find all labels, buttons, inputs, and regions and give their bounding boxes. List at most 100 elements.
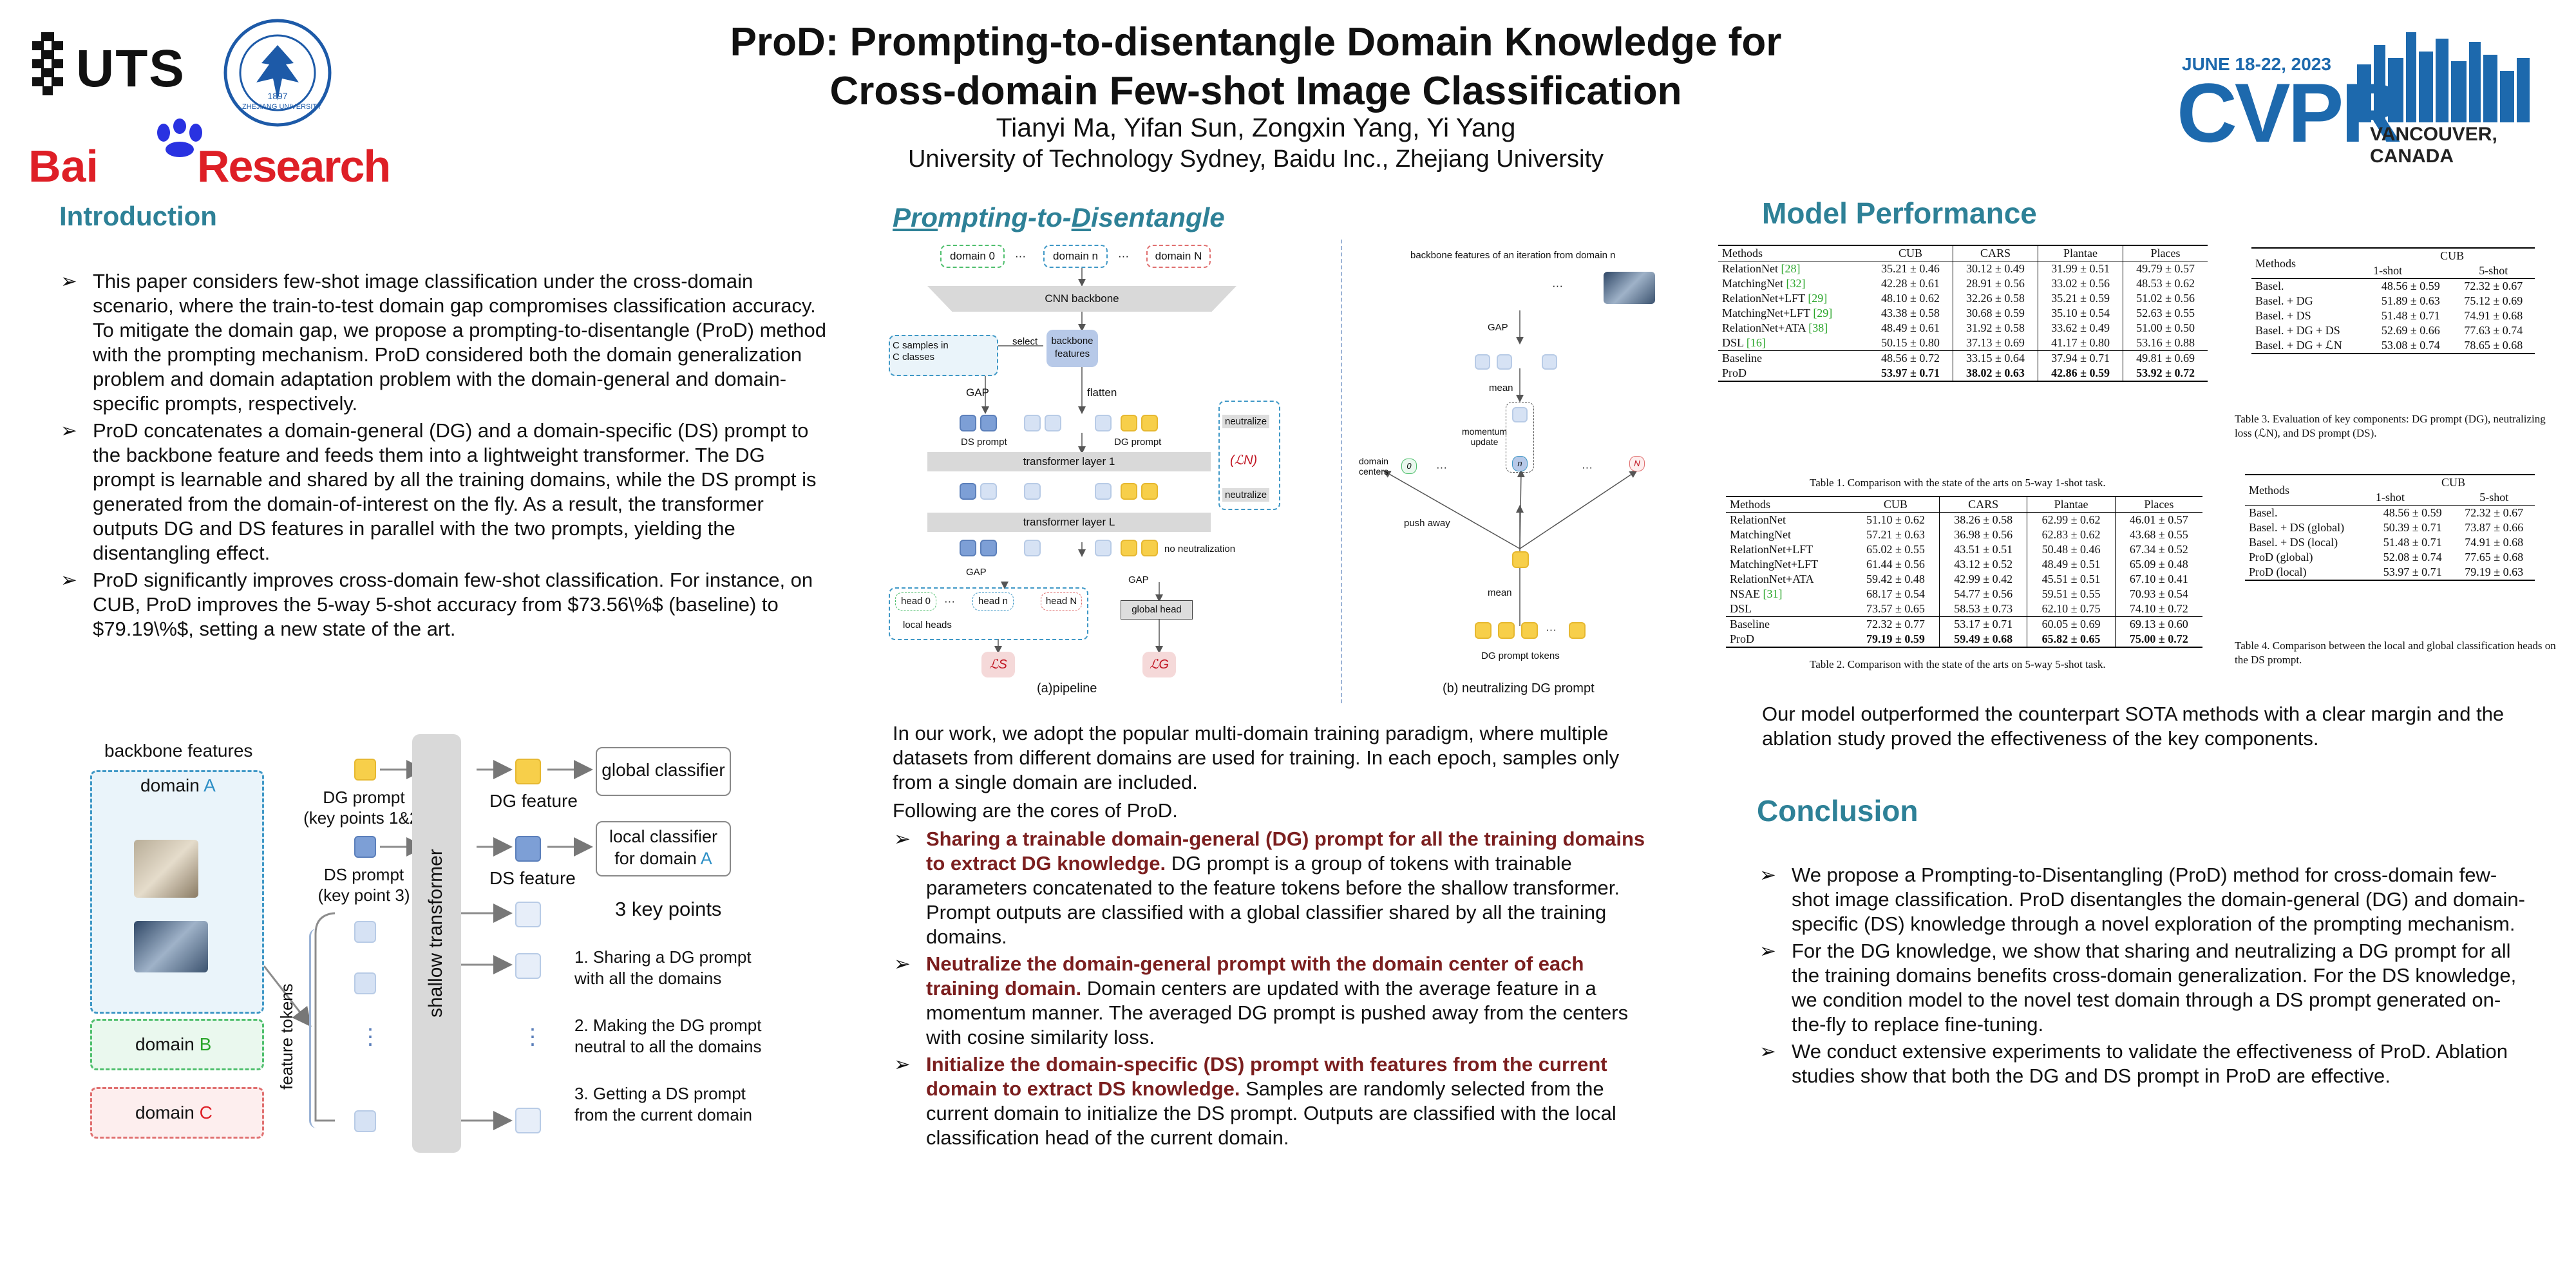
svg-text:1897: 1897 [267, 91, 287, 101]
neutral-mean-2: mean [1488, 587, 1512, 598]
global-classifier-label: global classifier [601, 760, 725, 780]
zju-seal-icon: 1897 [223, 19, 332, 127]
method-heading: Prompting-to-Disentangle [893, 202, 1225, 232]
uts-logo: UTS [28, 32, 184, 103]
intro-bullet-2: ProD concatenates a domain-general (DG) … [59, 419, 832, 565]
neutralize-label-2: neutralize [1222, 488, 1270, 502]
domain-b-letter: B [199, 1034, 212, 1054]
center-0: 0 [1401, 459, 1417, 474]
pipeline-caption: (a)pipeline [1037, 681, 1097, 696]
ds-token [960, 415, 976, 431]
head-n: head n [972, 592, 1014, 611]
feature-token-1 [354, 921, 376, 943]
dg-prompt-token [354, 759, 376, 781]
pipe-gap-3: GAP [1128, 574, 1149, 585]
ds-feature-label: DS feature [489, 868, 576, 888]
lg-loss: ℒG [1142, 652, 1176, 677]
poster-title: ProD: Prompting-to-disentangle Domain Kn… [644, 18, 1868, 116]
table-4-caption: Table 4. Comparison between the local an… [2235, 639, 2556, 666]
feat-token [1095, 540, 1112, 556]
feature-token-n [354, 1110, 376, 1132]
method-text: In our work, we adopt the popular multi-… [893, 721, 1653, 1150]
performance-summary: Our model outperformed the counterpart S… [1762, 703, 2505, 750]
no-neutralization-label: no neutralization [1164, 544, 1236, 554]
head-0: head 0 [895, 592, 936, 611]
pipe-flatten: flatten [1087, 386, 1117, 399]
pipeline-figure: domain 0 ··· domain n ··· domain N CNN b… [889, 240, 1288, 703]
domain-b-box [90, 1019, 264, 1070]
table-1: Methods CUB CARS Plantae Places Relation… [1718, 245, 2208, 382]
ds-prompt-label: DS prompt(key point 3) [317, 865, 410, 905]
dg-token [1521, 622, 1538, 639]
dg-feature-label: DG feature [489, 791, 578, 811]
ls-loss: ℒS [981, 652, 1015, 677]
cvpr-date: JUNE 18-22, 2023 [2182, 54, 2331, 74]
intro-bullet-3: ProD significantly improves cross-domain… [59, 568, 832, 641]
title-line-1: ProD: Prompting-to-disentangle Domain Kn… [730, 20, 1782, 64]
bird-image-4 [134, 921, 208, 972]
backbone-features-label: backbone features [104, 741, 253, 761]
dg-token [1121, 415, 1137, 431]
bird-image-3 [134, 840, 198, 898]
shallow-transformer-block [412, 734, 461, 1153]
momentum-label: momentum update [1462, 426, 1508, 447]
feat-token [1542, 354, 1557, 370]
key-point-2: 2. Making the DG prompt neutral to all t… [574, 1016, 762, 1056]
ds-token [960, 483, 976, 500]
conclusion-bullet-1: We propose a Prompting-to-Disentangling … [1758, 863, 2531, 936]
pipe-domain-N: domain N [1146, 245, 1211, 268]
ds-prompt-token [354, 836, 376, 858]
local-classifier-box [596, 821, 731, 876]
ds-token [980, 415, 997, 431]
domain-centers-label: domain centers [1359, 456, 1388, 477]
table-2b: Methods CUB CARS Plantae Places Relation… [1726, 496, 2202, 648]
neutral-lines [1383, 310, 1638, 626]
title-line-2: Cross-domain Few-shot Image Classificati… [829, 69, 1682, 113]
feat-token [1497, 354, 1512, 370]
table-1-header: Methods CUB CARS Plantae Places [1718, 245, 2208, 261]
shallow-transformer-label: shallow transformer [425, 849, 446, 1018]
cnn-backbone: CNN backbone [927, 286, 1236, 312]
table-3-caption: Table 3. Evaluation of key components: D… [2235, 413, 2546, 439]
conclusion-bullet-3: We conduct extensive experiments to vali… [1758, 1039, 2531, 1088]
baidu-paw-icon [157, 118, 202, 157]
neutral-dg-row: ··· [1475, 622, 1604, 641]
baidu-text-bai: Bai [28, 141, 99, 191]
neutral-dots-2: ··· [1436, 461, 1447, 473]
zju-logo: 1897 ZHEJIANG UNIVERSITY [223, 18, 332, 128]
pipe-dots-1: ··· [1015, 250, 1026, 262]
feat-token [1024, 540, 1041, 556]
pipe-gap-2: GAP [966, 567, 987, 578]
head-N: head N [1041, 592, 1082, 611]
feat-token [1095, 483, 1112, 500]
select-label: select [1012, 336, 1038, 347]
method-para-1: In our work, we adopt the popular multi-… [893, 722, 1620, 793]
feat-token [1475, 354, 1490, 370]
neutral-dots-1: ··· [1552, 279, 1563, 292]
pipe-backbone-features: backbone features [1046, 330, 1098, 367]
conclusion-heading: Conclusion [1757, 794, 1918, 828]
neutral-dots-3: ··· [1582, 461, 1593, 473]
domain-b-label: domain B [135, 1034, 212, 1054]
table-2-caption: Table 2. Comparison with the state of th… [1810, 658, 2106, 670]
intro-bullet-1: This paper considers few-shot image clas… [59, 269, 832, 416]
momentum-box [1506, 402, 1534, 473]
feature-token-2 [354, 972, 376, 994]
out-token-n [515, 1108, 541, 1133]
feat-token [1095, 415, 1112, 431]
baidu-text-research: Research [197, 141, 391, 191]
center-n: n [1512, 456, 1528, 471]
neutral-bird-3 [1604, 272, 1655, 304]
pipe-domain-n: domain n [1043, 245, 1108, 268]
feat-token [1045, 415, 1061, 431]
